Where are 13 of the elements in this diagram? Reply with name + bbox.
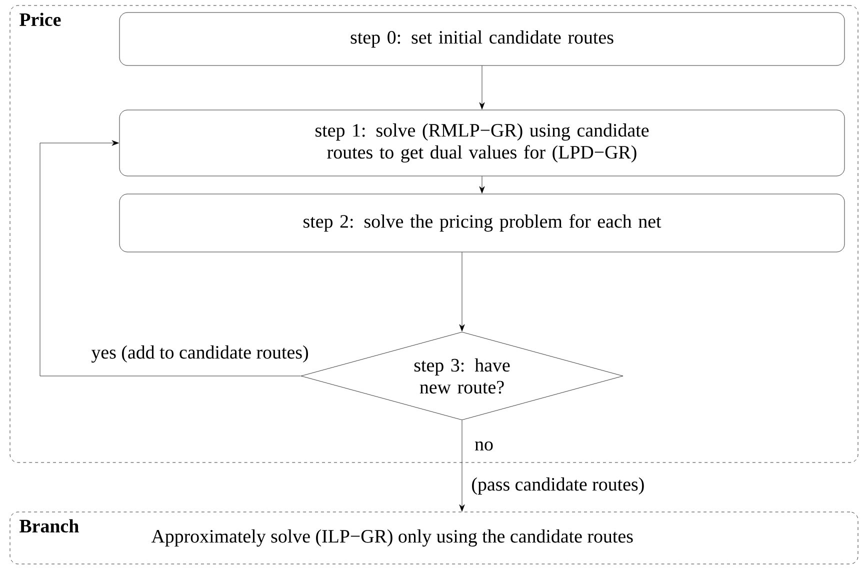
process-box: step 2: solve the pricing problem for each net xyxy=(119,194,845,252)
process-box: step 0: set initial candidate routes xyxy=(119,12,845,66)
frame-heading: Branch xyxy=(20,519,79,533)
arrow xyxy=(40,140,301,376)
process-box: step 1: solve (RMLP−GR) using candidate routes to get dual values for (LPD−GR) xyxy=(119,110,845,176)
arrow xyxy=(459,420,465,512)
frame-text: Approximately solve (ILP−GR) only using the candidate routes xyxy=(151,529,633,547)
arrow xyxy=(479,66,485,110)
arrow xyxy=(479,176,485,194)
edge-label: no xyxy=(474,441,493,451)
frame-heading: Price xyxy=(20,12,61,26)
arrow xyxy=(459,252,465,332)
edge-note: (pass candidate routes) xyxy=(472,477,644,495)
